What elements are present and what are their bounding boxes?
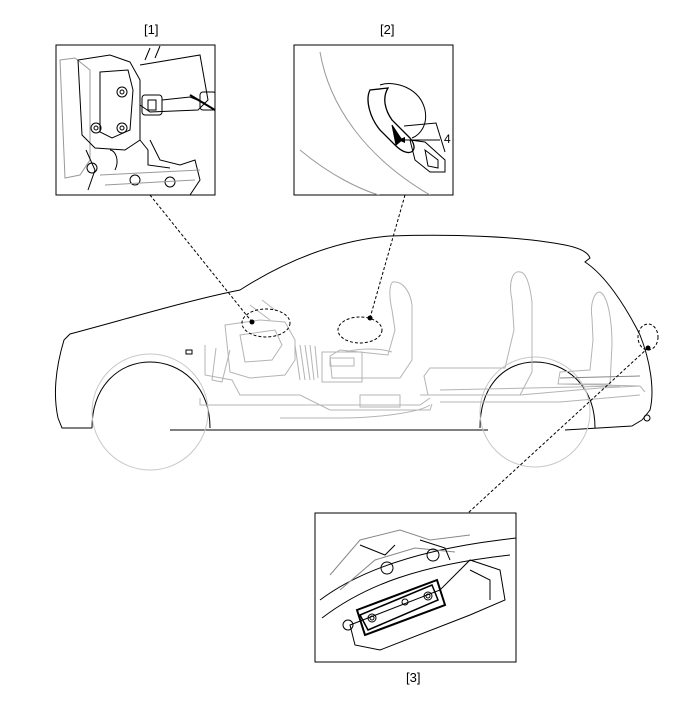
trim-edge xyxy=(319,537,516,601)
handle-base xyxy=(409,139,446,173)
bolt-1-1 xyxy=(116,86,128,98)
clip-1 xyxy=(380,561,394,575)
detail-view-2 xyxy=(293,44,454,196)
leader-2 xyxy=(369,194,406,319)
rear-wheel xyxy=(479,356,591,468)
center-console xyxy=(321,351,363,383)
body-outline xyxy=(55,234,653,421)
detail-frame-1 xyxy=(55,44,216,196)
exhaust-line xyxy=(280,404,431,419)
screw-3-1 xyxy=(367,613,377,623)
bolt-1-2 xyxy=(116,122,128,134)
front-lamp xyxy=(185,349,193,355)
trim-panel xyxy=(349,559,506,651)
interior-components xyxy=(199,271,651,422)
front-arch xyxy=(91,361,211,429)
detail-label-1: [1] xyxy=(144,22,159,37)
leader-3 xyxy=(467,347,649,514)
front-seat xyxy=(329,281,413,379)
connector xyxy=(141,94,163,116)
cable xyxy=(189,94,215,111)
callout-ellipse-1 xyxy=(241,308,291,338)
callout-ellipse-3 xyxy=(637,323,659,351)
leader-1 xyxy=(149,194,253,323)
bolt-1-3 xyxy=(90,122,102,134)
handle-bezel xyxy=(379,83,427,139)
front-wheel xyxy=(91,353,209,471)
rear-seat xyxy=(423,271,533,396)
license-lamp-assembly xyxy=(358,584,439,631)
callout-arrow-4 xyxy=(398,137,405,143)
bolt-1-4 xyxy=(86,162,98,174)
door-curve xyxy=(319,51,431,195)
leader-lines xyxy=(149,194,659,514)
shift-cable-bracket xyxy=(139,54,209,113)
callout-label-4: 4 xyxy=(444,132,451,146)
detail-label-3: [3] xyxy=(406,670,421,685)
rear-floor xyxy=(420,385,646,396)
detail-label-2: [2] xyxy=(380,22,395,37)
rear-bumper-lower xyxy=(564,419,643,431)
third-seat xyxy=(557,291,613,385)
detail-view-3 xyxy=(314,512,517,663)
rear-rail xyxy=(559,375,641,379)
wheels xyxy=(91,353,591,471)
callout-ellipse-2 xyxy=(337,316,383,344)
screw-3-2 xyxy=(423,591,433,601)
clip-2 xyxy=(426,548,440,562)
floor-line xyxy=(204,345,433,411)
dashboard xyxy=(224,319,296,379)
leader-dots xyxy=(249,315,651,351)
bolt-1-5 xyxy=(129,174,141,186)
detail-view-1 xyxy=(55,44,216,196)
car-body xyxy=(55,234,653,431)
front-bumper-lower xyxy=(57,417,92,429)
wire-harness xyxy=(294,344,319,381)
